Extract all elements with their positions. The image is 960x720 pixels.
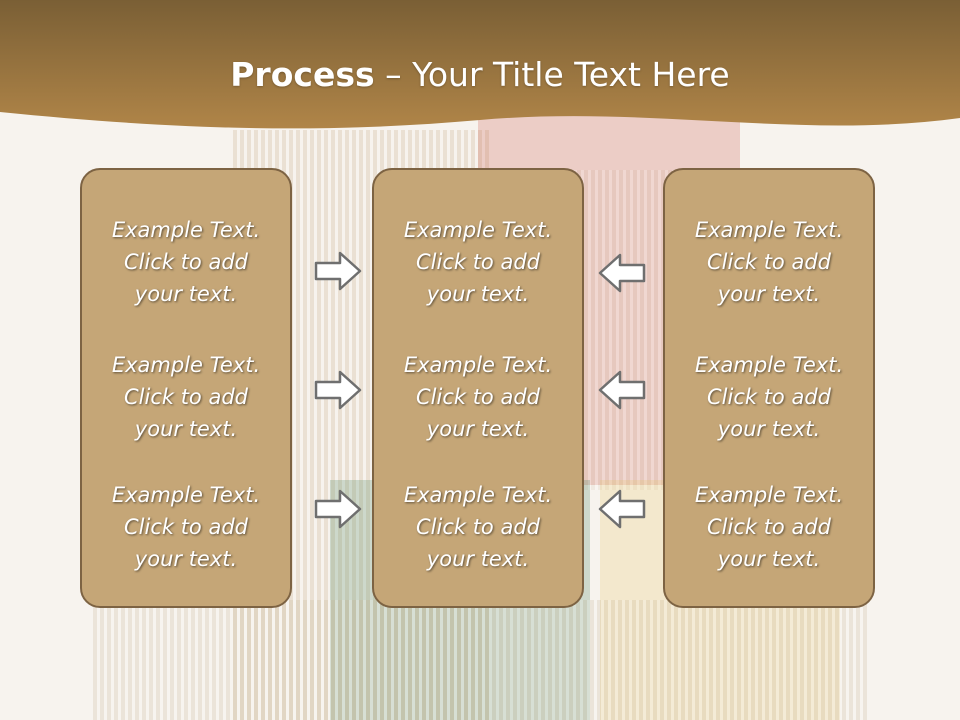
box-text[interactable]: Example Text. Click to add your text. [694,218,844,306]
box-text[interactable]: Example Text. Click to add your text. [111,218,261,306]
process-box-left[interactable]: Example Text. Click to add your text. Ex… [80,168,292,608]
header-band: Process – Your Title Text Here [0,0,960,150]
box-text[interactable]: Example Text. Click to add your text. [111,483,261,571]
left-arrow-icon [598,253,646,293]
box-text[interactable]: Example Text. Click to add your text. [403,483,553,571]
slide-title: Process – Your Title Text Here [0,54,960,96]
left-arrow-icon [598,489,646,529]
process-box-right[interactable]: Example Text. Click to add your text. Ex… [663,168,875,608]
right-arrow-icon [314,251,362,291]
title-bold: Process [230,55,375,94]
box-text[interactable]: Example Text. Click to add your text. [694,483,844,571]
box-text[interactable]: Example Text. Click to add your text. [694,353,844,441]
box-text[interactable]: Example Text. Click to add your text. [403,353,553,441]
background-block-bottom [90,600,870,720]
right-arrow-icon [314,370,362,410]
right-arrow-icon [314,489,362,529]
process-box-middle[interactable]: Example Text. Click to add your text. Ex… [372,168,584,608]
left-arrow-icon [598,370,646,410]
title-rest: – Your Title Text Here [374,55,730,94]
box-text[interactable]: Example Text. Click to add your text. [403,218,553,306]
box-text[interactable]: Example Text. Click to add your text. [111,353,261,441]
